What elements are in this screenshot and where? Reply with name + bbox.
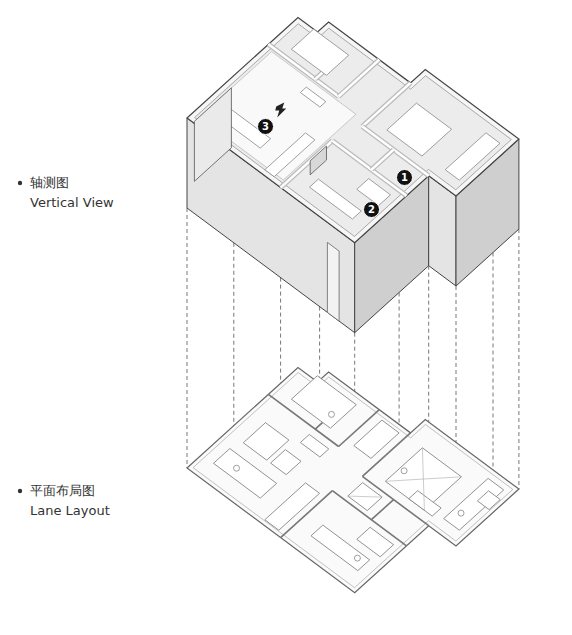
view-label: Lane Layout	[30, 503, 110, 519]
view-label: Vertical View	[30, 195, 114, 211]
projection-line	[518, 229, 519, 489]
bullet-dot	[18, 489, 22, 493]
callout-digit: 2	[368, 205, 375, 215]
bullet-dot	[18, 181, 22, 185]
callout-number: 1	[396, 169, 413, 186]
projection-line	[187, 208, 188, 468]
view-label: 平面布局图	[30, 483, 95, 499]
callout-number: 2	[363, 201, 380, 218]
axonometric-block	[187, 18, 519, 333]
callout-number: 3	[257, 118, 274, 135]
floor-plan	[187, 368, 519, 593]
callout-digit: 1	[401, 173, 408, 183]
view-label: 轴测图	[30, 175, 69, 191]
callout-digit: 3	[262, 122, 269, 132]
